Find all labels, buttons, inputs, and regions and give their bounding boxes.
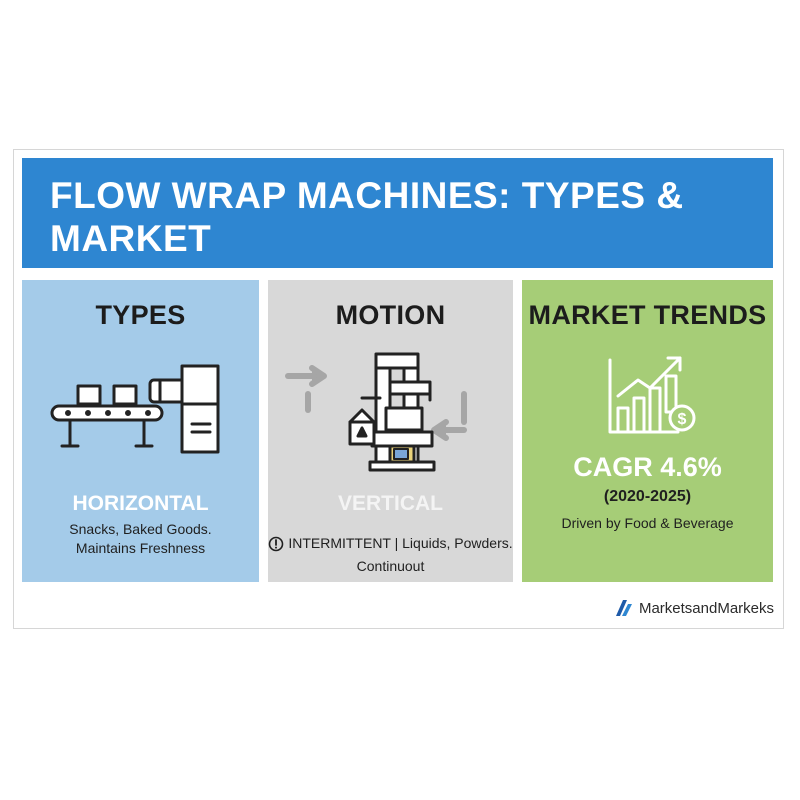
motion-title: MOTION [335,300,446,330]
title-line-1: FLOW WRAP MACHINES: TYPES & MARKET [50,175,684,259]
brand-logo-icon [615,600,632,616]
motion-description: INTERMITTENT | Liquids, Powders. Continu… [268,534,513,576]
types-desc-line-1: Snacks, Baked Goods. [69,521,212,537]
svg-text:$: $ [678,411,687,428]
motion-desc-line-1: INTERMITTENT | Liquids, Powders. [288,535,513,551]
vertical-flow-wrap-machine-icon [282,350,502,480]
trends-description: Driven by Food & Beverage [561,515,734,531]
exclamation-circle-icon [269,536,284,551]
title-bar: FLOW WRAP MACHINES: TYPES & MARKET TREND… [22,158,773,302]
logo-text: MarketsandMarkeks [638,599,774,617]
types-desc-line-2: Maintains Freshness [75,540,206,556]
types-title: TYPES [95,300,186,330]
cagr-value: CAGR 4.6% [573,452,722,482]
forecast-period: (2020-2025) [603,488,692,505]
trends-panel: MARKET TRENDS $ CAGR 4.6% (2020-2025) Dr… [522,280,773,582]
types-panel: TYPES H [22,280,259,582]
motion-panel: MOTION [268,280,513,582]
types-description: Snacks, Baked Goods. Maintains Freshness [22,520,259,558]
horizontal-label: HORIZONTAL [72,492,209,515]
growth-chart-dollar-icon: $ [606,350,702,441]
trends-title: MARKET TRENDS [528,300,767,330]
marketsandmarkets-logo: MarketsandMarkeks [614,598,774,618]
horizontal-flow-wrap-machine-icon [48,358,228,463]
vertical-label: VERTICAL [338,492,443,515]
motion-desc-line-2: Continuout [356,557,425,574]
